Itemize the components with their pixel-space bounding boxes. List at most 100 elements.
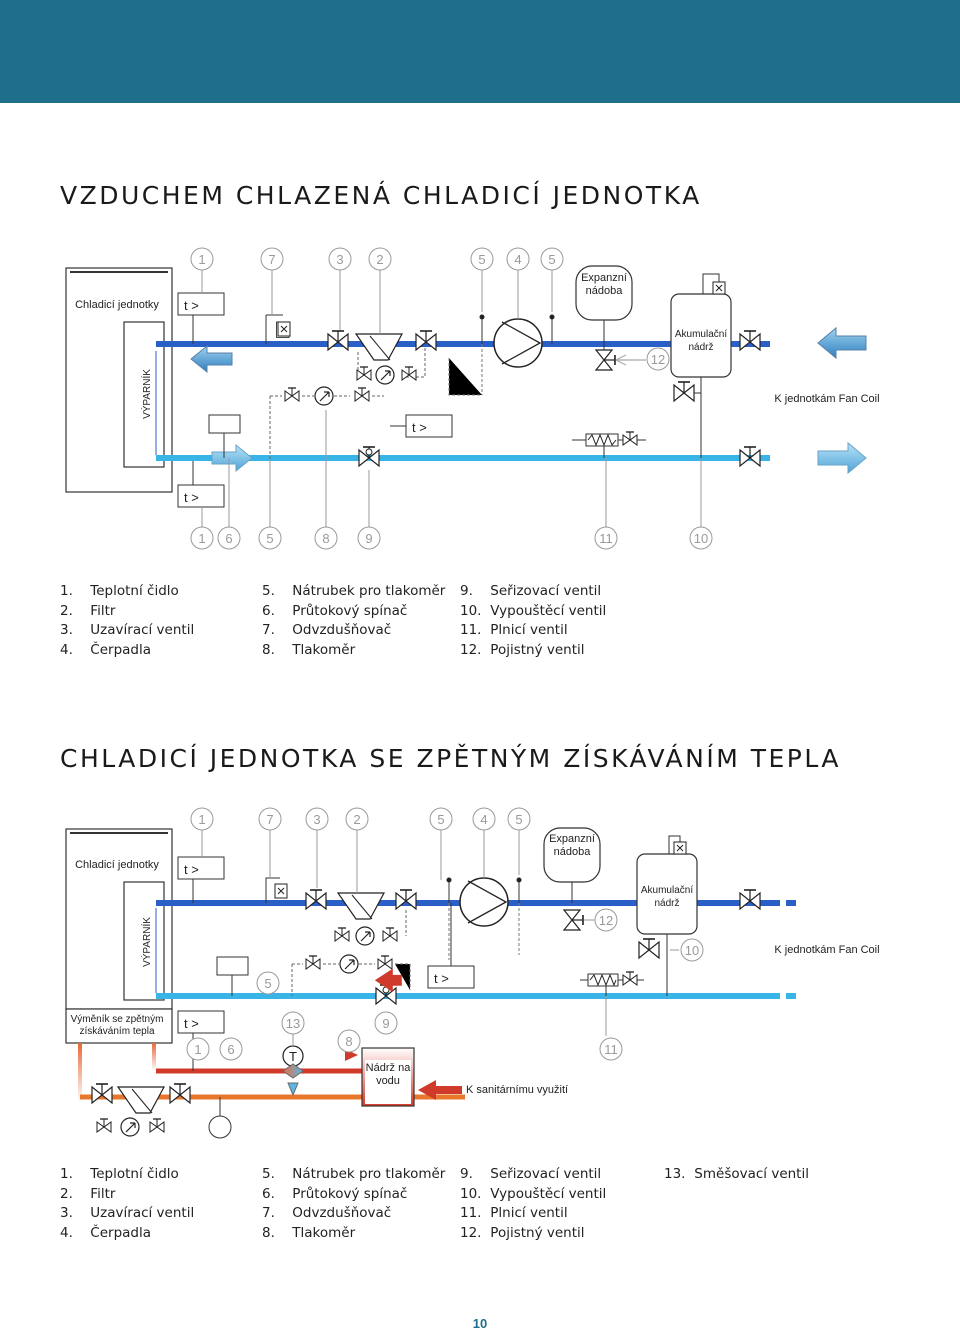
callout-number: 5 (540, 247, 564, 271)
legend-number: 10. (460, 1185, 482, 1202)
mixing-valve-letter: T (289, 1049, 297, 1064)
sensor-label-1: t > (184, 298, 199, 313)
legend-item: 4. Čerpadla (60, 1224, 194, 1244)
sanitary-label: K sanitárnímu využití (466, 1084, 568, 1096)
evaporator-label: VÝPARNÍK (140, 369, 153, 419)
legend-item: 5. Nátrubek pro tlakoměr (262, 1165, 445, 1185)
svg-text:11: 11 (599, 531, 613, 546)
svg-text:3: 3 (313, 812, 320, 827)
legend-item: 8. Tlakoměr (262, 1224, 445, 1244)
callout-number: 5 (429, 807, 453, 831)
legend-text: Filtr (86, 602, 116, 619)
legend-item: 12. Pojistný ventil (460, 1224, 606, 1244)
svg-text:Výměník se zpětným: Výměník se zpětným (71, 1014, 164, 1025)
chiller-unit-label-2: Chladicí jednotky (75, 859, 159, 871)
svg-text:Akumulační: Akumulační (675, 329, 727, 340)
legend-number: 11. (460, 622, 482, 638)
legend-text: Nátrubek pro tlakoměr (288, 1166, 446, 1182)
svg-text:5: 5 (264, 976, 271, 991)
legend-item: 9. Seřizovací ventil (460, 1165, 606, 1185)
legend-text: Plnicí ventil (486, 622, 568, 638)
svg-text:nádoba: nádoba (554, 846, 592, 858)
legend-item: 1. Teplotní čidlo (60, 582, 194, 602)
callout-number: 3 (328, 247, 352, 271)
circulation-pump (493, 318, 543, 368)
svg-text:5: 5 (515, 812, 522, 827)
diagram-2: Chladicí jednotky VÝPARNÍK Výměník se zp… (65, 827, 880, 1139)
legend-item: 3. Uzavírací ventil (60, 621, 194, 641)
svg-text:2: 2 (376, 252, 383, 267)
legend-text: Teplotní čidlo (86, 583, 179, 599)
callout-number: 5 (470, 247, 494, 271)
svg-text:Nádrž na: Nádrž na (366, 1062, 412, 1074)
svg-text:1: 1 (194, 1042, 201, 1057)
svg-text:nádrž: nádrž (654, 898, 679, 909)
chiller-unit-label: Chladicí jednotky (75, 299, 159, 311)
legend-number: 12. (460, 1224, 482, 1241)
svg-text:11: 11 (604, 1042, 618, 1057)
fancoil-arrow-left (817, 326, 867, 360)
safety-valve-number: 12 (651, 352, 665, 367)
legend-item: 3. Uzavírací ventil (60, 1204, 194, 1224)
legend-item: 7. Odvzdušňovač (262, 621, 445, 641)
callout-number: 10 (680, 938, 704, 962)
legend-number: 9. (460, 1166, 473, 1182)
legend-number: 1. (60, 583, 73, 599)
legend-text: Čerpadla (86, 641, 152, 658)
header-band (0, 0, 960, 103)
callout-number: 3 (305, 807, 329, 831)
legend-number: 1. (60, 1166, 73, 1182)
callout-number: 5 (258, 526, 282, 550)
flow-arrow-right (211, 443, 253, 473)
heat-recovery-exchanger (65, 1008, 173, 1044)
legend-text: Odvzdušňovač (288, 1205, 392, 1221)
legend-text: Seřizovací ventil (486, 583, 602, 599)
svg-text:13: 13 (286, 1016, 300, 1031)
svg-text:1: 1 (198, 812, 205, 827)
callout-number: 4 (506, 247, 530, 271)
svg-text:nádrž: nádrž (688, 342, 713, 353)
legend-number: 6. (262, 602, 275, 619)
legend-number: 3. (60, 622, 73, 638)
svg-text:4: 4 (514, 252, 521, 267)
legend-number: 8. (262, 641, 275, 658)
svg-text:8: 8 (322, 531, 329, 546)
fancoil-label-2: K jednotkám Fan Coil (774, 944, 879, 956)
svg-text:7: 7 (266, 812, 273, 827)
legend-item: 4. Čerpadla (60, 641, 194, 661)
section1-title: VZDUCHEM CHLAZENÁ CHLADICÍ JEDNOTKA (60, 181, 702, 210)
svg-text:4: 4 (480, 812, 487, 827)
callout-number: 5 (256, 971, 280, 995)
callout-number: 12 (594, 908, 618, 932)
callout-number: 6 (217, 526, 241, 550)
legend-item: 1. Teplotní čidlo (60, 1165, 194, 1185)
legend-number: 4. (60, 1224, 73, 1241)
svg-text:vodu: vodu (376, 1075, 400, 1087)
svg-text:9: 9 (382, 1016, 389, 1031)
callout-number: 7 (258, 807, 282, 831)
diagram-1: Chladicí jednotky VÝPARNÍK t > t > t > (65, 265, 880, 527)
svg-text:získáváním tepla: získáváním tepla (79, 1026, 154, 1037)
legend-item: 8. Tlakoměr (262, 641, 445, 661)
legend-number: 13. (664, 1166, 686, 1182)
legend-item: 11. Plnicí ventil (460, 1204, 606, 1224)
callout-number: 4 (472, 807, 496, 831)
legend-2-col-4: 13. Směšovací ventil (664, 1165, 809, 1185)
svg-text:Akumulační: Akumulační (641, 885, 693, 896)
legend-text: Pojistný ventil (486, 641, 585, 658)
legend-number: 6. (262, 1185, 275, 1202)
evaporator-label-2: VÝPARNÍK (140, 917, 153, 967)
legend-item: 11. Plnicí ventil (460, 621, 606, 641)
legend-text: Vypouštěcí ventil (486, 1185, 607, 1202)
legend-text: Filtr (86, 1185, 116, 1202)
svg-text:12: 12 (599, 913, 613, 928)
legend-item: 10. Vypouštěcí ventil (460, 602, 606, 622)
legend-text: Čerpadla (86, 1224, 152, 1241)
legend-number: 2. (60, 602, 73, 619)
legend-text: Seřizovací ventil (486, 1166, 602, 1182)
